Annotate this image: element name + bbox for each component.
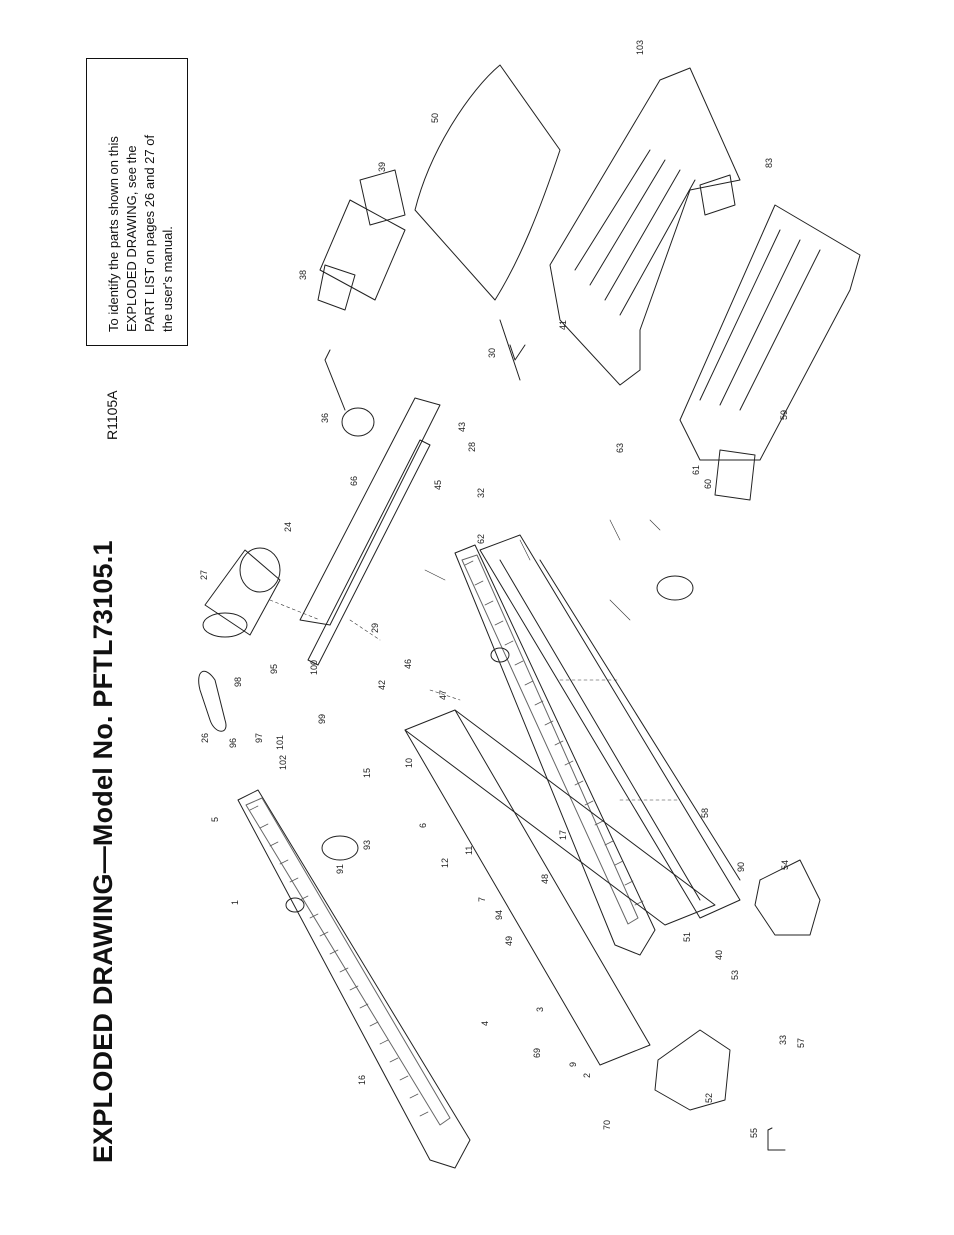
part-callout: 46 xyxy=(403,659,413,669)
part-callout: 16 xyxy=(357,1075,367,1085)
part-callout: 2 xyxy=(582,1073,592,1078)
walking-deck xyxy=(404,709,716,1066)
part-callout: 29 xyxy=(370,623,380,633)
rail-hatching xyxy=(249,560,644,1117)
part-callout: 24 xyxy=(283,522,293,532)
rear-endcap xyxy=(654,859,821,1111)
motor-hood xyxy=(549,67,741,386)
part-callout: 59 xyxy=(779,410,789,420)
part-callout: 5 xyxy=(210,817,220,822)
controller xyxy=(317,169,406,311)
motor-base xyxy=(679,204,861,501)
part-callout: 70 xyxy=(602,1120,612,1130)
part-callout: 15 xyxy=(362,768,372,778)
note-line: the user's manual. xyxy=(160,226,175,332)
rear-roller xyxy=(321,575,694,861)
part-callout: 28 xyxy=(467,442,477,452)
part-callout: 7 xyxy=(477,897,487,902)
part-callout: 12 xyxy=(440,858,450,868)
drawing-code: R1105A xyxy=(104,390,120,440)
part-callout: 3 xyxy=(535,1007,545,1012)
part-callout: 45 xyxy=(433,480,443,490)
note-line: PART LIST on pages 26 and 27 of xyxy=(142,134,157,332)
part-callout: 101 xyxy=(275,735,285,750)
part-callout: 102 xyxy=(278,755,288,770)
frame xyxy=(479,534,741,919)
part-callout: 91 xyxy=(335,864,345,874)
part-callout: 98 xyxy=(233,677,243,687)
hex-key xyxy=(767,1127,786,1151)
part-callout: 94 xyxy=(494,910,504,920)
part-callout: 40 xyxy=(714,950,724,960)
part-callout: 103 xyxy=(635,40,645,55)
part-callout: 38 xyxy=(298,270,308,280)
part-callout: 95 xyxy=(269,664,279,674)
leader-lines xyxy=(424,519,661,621)
part-callout: 60 xyxy=(703,479,713,489)
part-callout: 54 xyxy=(780,860,790,870)
note-text: To identify the parts shown on this EXPL… xyxy=(105,52,177,332)
part-callout: 62 xyxy=(476,534,486,544)
part-callout: 4 xyxy=(480,1021,490,1026)
motor xyxy=(202,547,281,638)
part-callout: 27 xyxy=(199,570,209,580)
upright-assembly xyxy=(299,397,441,666)
part-callout: 32 xyxy=(476,488,486,498)
part-callout: 83 xyxy=(764,158,774,168)
part-callout: 99 xyxy=(317,714,327,724)
part-callout: 63 xyxy=(615,443,625,453)
part-callout: 57 xyxy=(796,1038,806,1048)
part-callout: 52 xyxy=(704,1093,714,1103)
part-callout: 97 xyxy=(254,733,264,743)
part-callout: 9 xyxy=(568,1062,578,1067)
part-callout: 42 xyxy=(377,680,387,690)
part-callout: 10 xyxy=(404,758,414,768)
part-callout: 26 xyxy=(200,733,210,743)
part-callout: 41 xyxy=(558,320,568,330)
part-callout: 90 xyxy=(736,862,746,872)
part-callout: 33 xyxy=(778,1035,788,1045)
part-callout: 58 xyxy=(700,808,710,818)
part-callout: 43 xyxy=(457,422,467,432)
part-callout: 100 xyxy=(309,660,319,675)
part-callout: 49 xyxy=(504,936,514,946)
part-callout: 11 xyxy=(464,846,474,855)
part-callout: 66 xyxy=(349,476,359,486)
part-callout: 36 xyxy=(320,413,330,423)
access-cover xyxy=(414,64,561,301)
part-callout: 17 xyxy=(558,830,568,840)
part-callout: 55 xyxy=(749,1128,759,1138)
power-cord xyxy=(324,349,375,437)
side-rail-left xyxy=(237,789,471,1169)
part-callout: 39 xyxy=(377,162,387,172)
wire-harness xyxy=(499,319,526,381)
note-line: To identify the parts shown on this xyxy=(106,136,121,332)
part-callout: 6 xyxy=(418,823,428,828)
side-rail-right xyxy=(454,544,656,956)
part-callout: 50 xyxy=(430,113,440,123)
part-callout: 51 xyxy=(682,932,692,942)
part-callout: 93 xyxy=(362,840,372,850)
part-callout: 48 xyxy=(540,874,550,884)
part-callout: 30 xyxy=(487,348,497,358)
drive-belt xyxy=(198,670,227,732)
page-title: EXPLODED DRAWING—Model No. PFTL73105.1 xyxy=(88,540,118,1163)
part-callout: 96 xyxy=(228,738,238,748)
assembly-lines xyxy=(269,599,681,801)
note-line: EXPLODED DRAWING, see the xyxy=(124,145,139,332)
part-callout: 47 xyxy=(438,690,448,700)
part-callouts: 1234567910111215161724262728293032333638… xyxy=(199,40,806,1138)
part-callout: 61 xyxy=(691,465,701,475)
part-callout: 1 xyxy=(230,900,240,905)
note-box xyxy=(86,58,188,346)
part-callout: 69 xyxy=(532,1048,542,1058)
part-callout: 53 xyxy=(730,970,740,980)
